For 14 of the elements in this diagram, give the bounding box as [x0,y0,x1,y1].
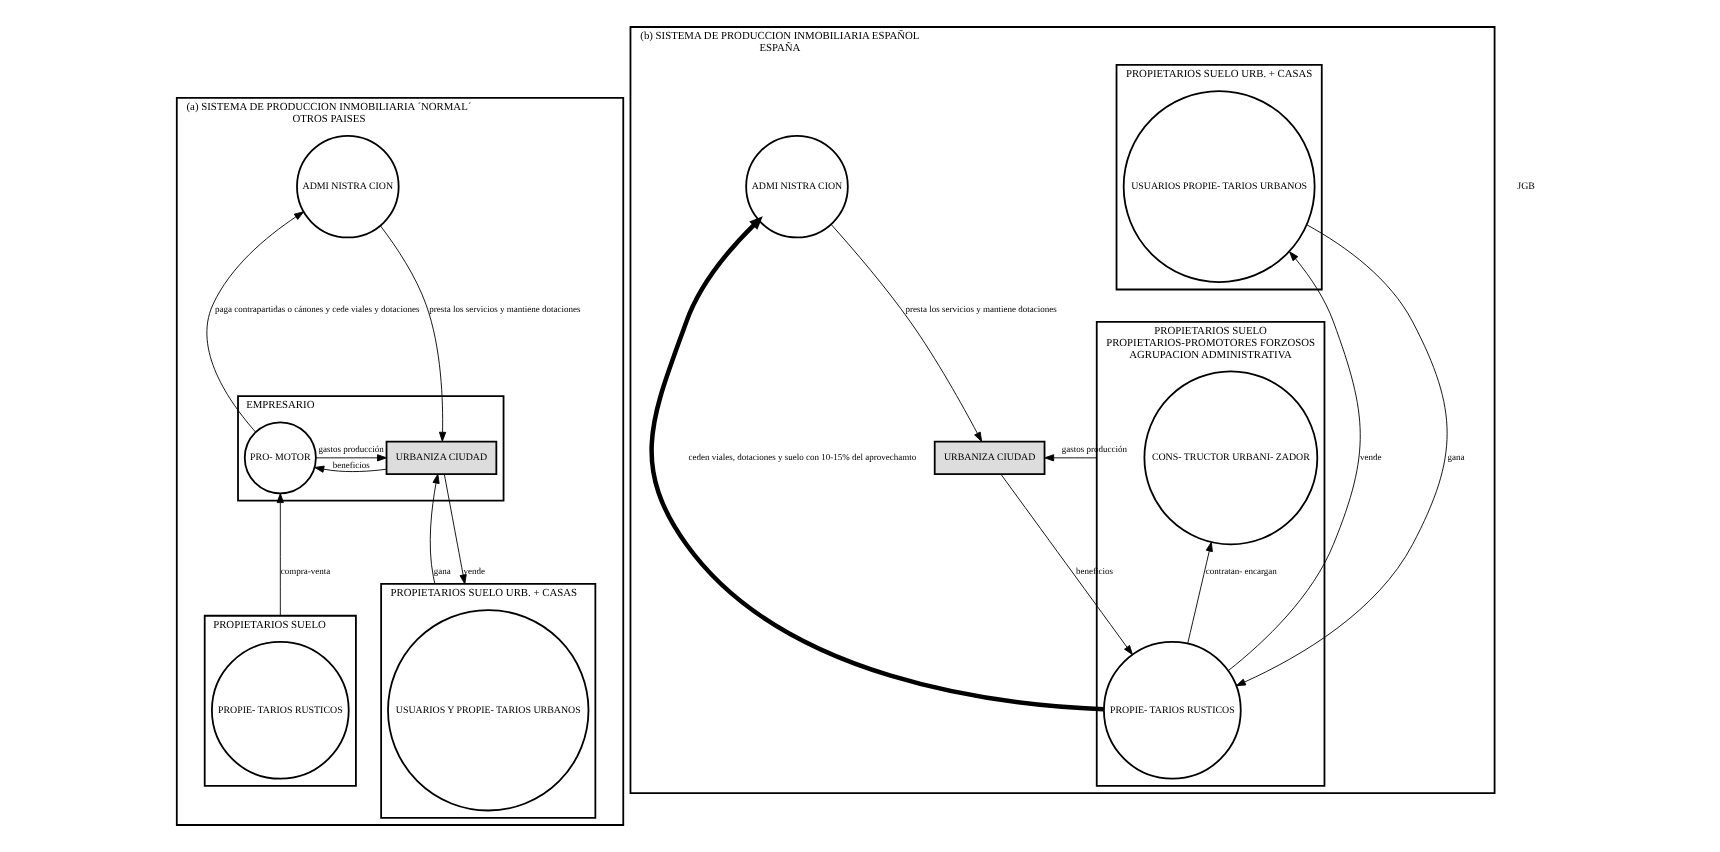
arrow [276,493,284,617]
arrow [1235,224,1448,687]
arrow [429,473,440,585]
arrow [443,473,467,585]
arrow [206,211,304,433]
arrow [380,225,447,442]
arrow [1000,473,1133,656]
arrow [649,216,1104,712]
arrow [1044,454,1098,462]
arrow [830,224,983,442]
arrow [1187,541,1213,644]
arrow [1227,251,1361,672]
arrow [314,465,387,473]
arrow [315,454,387,462]
